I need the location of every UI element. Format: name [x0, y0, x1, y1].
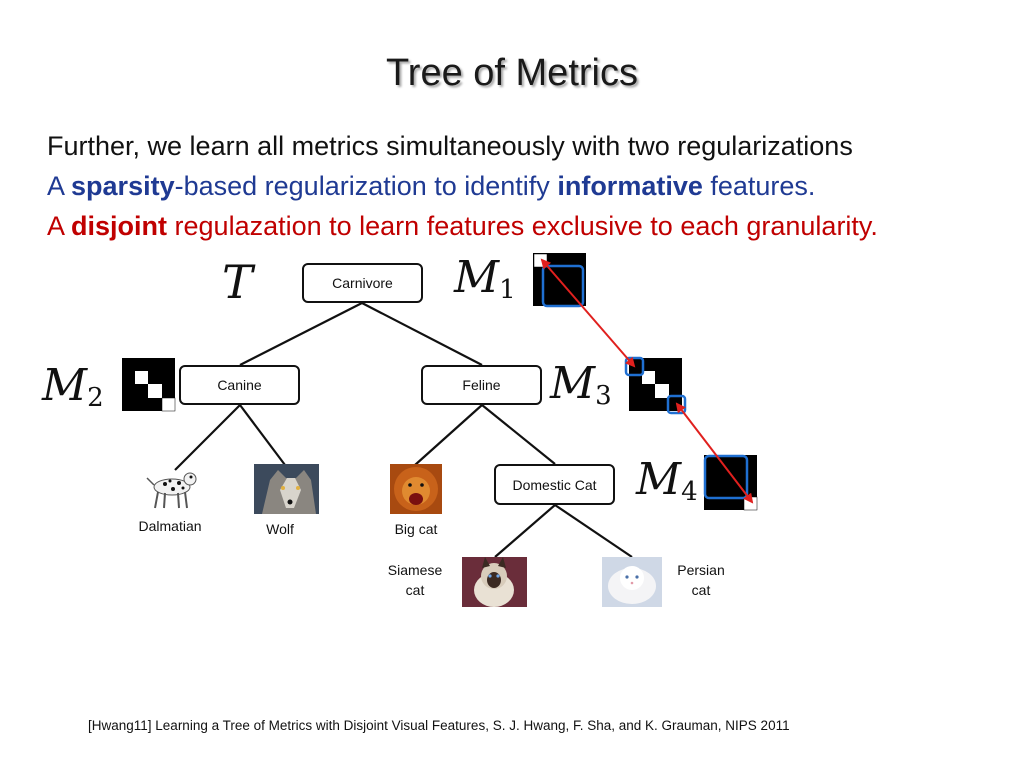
line3-disjoint: disjoint — [71, 211, 168, 241]
edge-feline-domestic — [481, 404, 556, 465]
metric-m1-letter: M — [454, 252, 500, 303]
bullet-text: Further, we learn all metrics simultaneo… — [47, 126, 1017, 246]
metric-m2-sub: 2 — [87, 383, 104, 413]
bullet-line-1: Further, we learn all metrics simultaneo… — [47, 131, 853, 161]
edge-canine-wolf — [239, 404, 286, 466]
metric-m1-sub: 1 — [499, 275, 516, 305]
leaf-label-persian: Persian cat — [666, 560, 736, 600]
node-canine: Canine — [179, 365, 300, 405]
matrix-m2 — [122, 358, 176, 412]
bullet-line-2: A sparsity-based regularization to ident… — [47, 166, 1017, 206]
leaf-label-wolf: Wolf — [266, 521, 294, 537]
metric-m3-label: M3 — [550, 362, 612, 418]
matrix-m3-cell-a — [642, 371, 655, 384]
leaf-label-persian-line2: cat — [691, 582, 711, 598]
siamese-image — [462, 557, 527, 607]
edge-carnivore-canine — [239, 302, 363, 366]
arrow-m3-m4 — [675, 402, 754, 504]
matrix-m3-cell-b — [655, 384, 669, 398]
persian-image — [602, 557, 662, 607]
matrix-m4 — [703, 454, 758, 511]
edge-canine-dalmatian — [174, 404, 241, 471]
line2-sparsity: sparsity — [71, 171, 175, 201]
line2-pre: A — [47, 171, 72, 201]
disjoint-arrows — [540, 258, 754, 504]
arrow-m1-m3 — [540, 258, 636, 368]
leaf-label-dalmatian: Dalmatian — [138, 518, 202, 534]
citation: [Hwang11] Learning a Tree of Metrics wit… — [88, 718, 790, 733]
metric-m4-letter: M — [636, 454, 682, 505]
metric-m2-letter: M — [42, 360, 88, 411]
metric-m4-label: M4 — [636, 458, 698, 514]
node-feline: Feline — [421, 365, 542, 405]
matrix-m2-cell-c — [161, 397, 176, 412]
line3-post: regulazation to learn features exclusive… — [167, 211, 878, 241]
metric-m3-sub: 3 — [595, 381, 612, 411]
wolf-image — [254, 464, 319, 514]
edge-domestic-persian — [554, 504, 633, 558]
line3-pre: A — [47, 211, 72, 241]
metric-m4-sub: 4 — [681, 477, 698, 507]
tree-symbol: T — [222, 255, 253, 309]
tree-edges — [174, 302, 633, 558]
leaf-label-siamese-line1: Siamese — [387, 562, 443, 578]
matrix-m2-cell-b — [148, 384, 162, 398]
line2-post: features. — [702, 171, 816, 201]
bullet-line-3: A disjoint regulazation to learn feature… — [47, 206, 1017, 246]
line2-informative: informative — [557, 171, 703, 201]
dalmatian-image — [146, 472, 197, 509]
line2-mid: -based regularization to identify — [174, 171, 558, 201]
slide-title: Tree of Metrics — [386, 52, 638, 94]
edge-feline-bigcat — [414, 404, 483, 466]
leaf-label-persian-line1: Persian — [677, 562, 725, 578]
leaf-label-siamese-line2: cat — [405, 582, 425, 598]
matrix-m1-cell — [533, 253, 548, 268]
edge-domestic-siamese — [494, 504, 556, 558]
edge-carnivore-feline — [361, 302, 483, 366]
leaf-label-siamese: Siamese cat — [380, 560, 450, 600]
node-domestic-cat: Domestic Cat — [494, 464, 615, 505]
leaf-label-bigcat: Big cat — [394, 521, 438, 537]
bigcat-image — [390, 464, 442, 514]
metric-m3-letter: M — [550, 358, 596, 409]
metric-m1-label: M1 — [454, 256, 516, 312]
node-carnivore: Carnivore — [302, 263, 423, 303]
metric-m2-label: M2 — [42, 364, 104, 420]
matrix-m2-cell-a — [135, 371, 148, 384]
matrix-m3 — [624, 356, 687, 415]
